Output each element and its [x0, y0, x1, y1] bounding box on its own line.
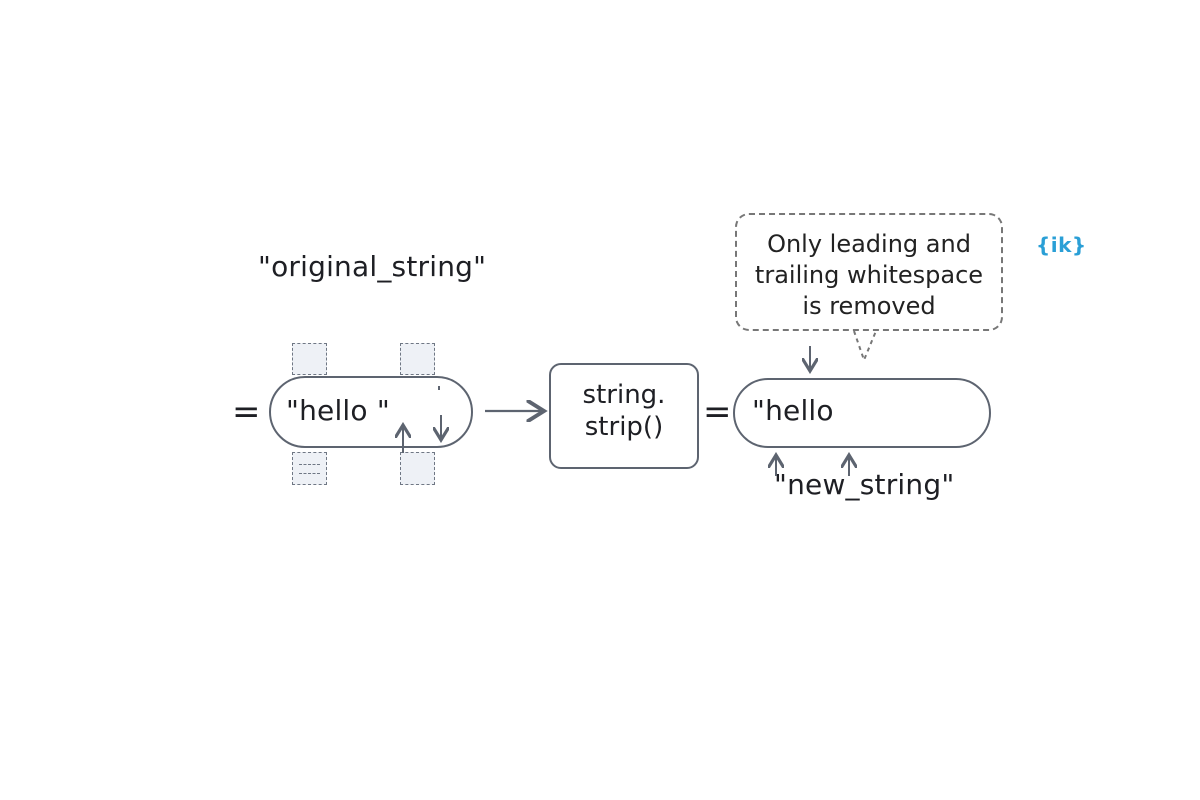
whitespace-callout: Only leading and trailing whitespace is …: [735, 213, 1003, 331]
output-string-pill: [733, 378, 991, 448]
equals-sign-right: =: [703, 392, 732, 432]
equals-sign-left: =: [232, 392, 261, 432]
input-string-value: "hello ": [286, 394, 390, 427]
original-string-label: "original_string": [258, 250, 487, 283]
callout-line-3: is removed: [802, 292, 936, 320]
logo: {ik}: [1036, 233, 1087, 257]
strip-method-line-2: strip(): [584, 412, 664, 442]
new-string-label: "new_string": [774, 468, 955, 501]
whitespace-placeholder-top-right: [400, 343, 435, 375]
callout-line-2: trailing whitespace: [754, 261, 984, 289]
output-string-value: "hello: [752, 394, 834, 427]
whitespace-placeholder-top-left: [292, 343, 327, 375]
callout-tail: [853, 330, 877, 363]
whitespace-placeholder-bottom-right: [400, 452, 435, 485]
whitespace-placeholder-bottom-left: [292, 452, 327, 485]
callout-line-1: Only leading and: [767, 230, 971, 258]
strip-method-line-1: string.: [582, 380, 666, 410]
strip-method-box: string. strip(): [549, 363, 699, 469]
